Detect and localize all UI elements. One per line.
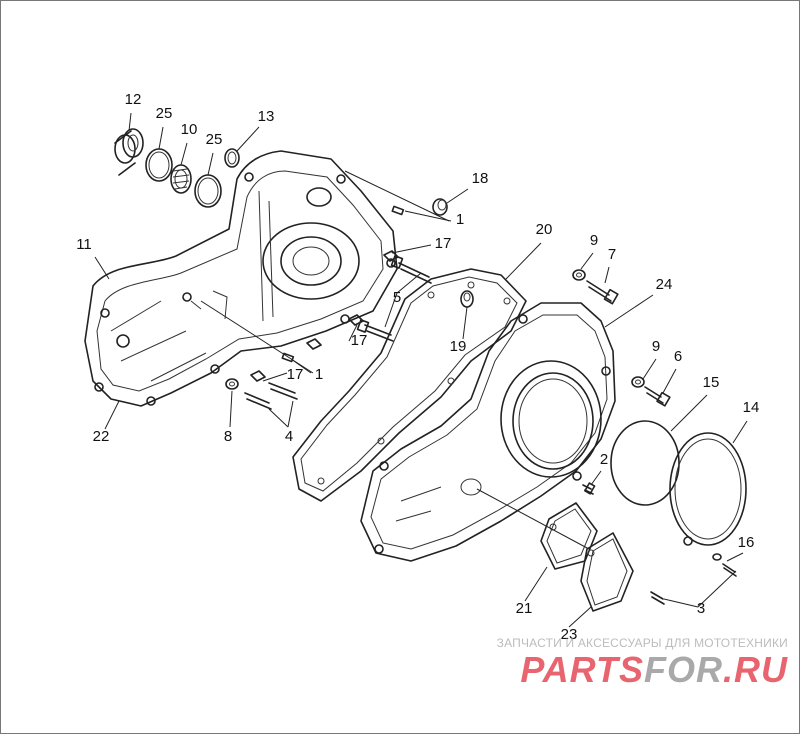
derby-cover-parts (610, 420, 747, 546)
callout-4-24: 4 (285, 428, 293, 445)
callout-1-21: 1 (315, 366, 323, 383)
watermark-logo: PARTSFOR.RU (488, 649, 788, 691)
callout-14-19: 14 (743, 399, 760, 416)
callout-3-27: 3 (697, 600, 705, 617)
inner-fasteners (225, 198, 448, 410)
inspection-cover-parts (540, 502, 634, 612)
callout-8-23: 8 (224, 428, 232, 445)
inner-primary-housing (84, 150, 398, 407)
callout-20-8: 20 (536, 221, 553, 238)
callout-16-26: 16 (738, 534, 755, 551)
watermark-brand-parts: PARTS (520, 649, 644, 690)
callout-17-15: 17 (351, 332, 368, 349)
gasket (292, 268, 527, 502)
callout-9-9: 9 (590, 232, 598, 249)
watermark-tagline: ЗАПЧАСТИ И АКСЕССУАРЫ ДЛЯ МОТОТЕХНИКИ (496, 636, 788, 650)
callout-23-29: 23 (561, 626, 578, 643)
outer-primary-cover (360, 290, 616, 562)
outer-fasteners (572, 269, 737, 605)
callout-22-22: 22 (93, 428, 110, 445)
leader-lines (94, 112, 748, 628)
callout-2-25: 2 (600, 451, 608, 468)
callout-24-11: 24 (656, 276, 673, 293)
callout-25-3: 25 (206, 131, 223, 148)
watermark-brand-for: FOR (644, 649, 723, 690)
callout-25-1: 25 (156, 105, 173, 122)
callout-21-28: 21 (516, 600, 533, 617)
callout-19-14: 19 (450, 338, 467, 355)
callout-5-13: 5 (393, 289, 401, 306)
callout-13-4: 13 (258, 108, 275, 125)
callout-6-17: 6 (674, 348, 682, 365)
callout-7-10: 7 (608, 246, 616, 263)
watermark-brand-ru: .RU (723, 649, 788, 690)
callout-12-0: 12 (125, 91, 142, 108)
callout-17-20: 17 (287, 366, 304, 383)
callout-9-16: 9 (652, 338, 660, 355)
callout-18-5: 18 (472, 170, 489, 187)
callout-11-12: 11 (76, 236, 92, 253)
callout-1-6: 1 (456, 211, 464, 228)
callout-15-18: 15 (703, 374, 720, 391)
callout-17-7: 17 (435, 235, 452, 252)
callout-10-2: 10 (181, 121, 198, 138)
